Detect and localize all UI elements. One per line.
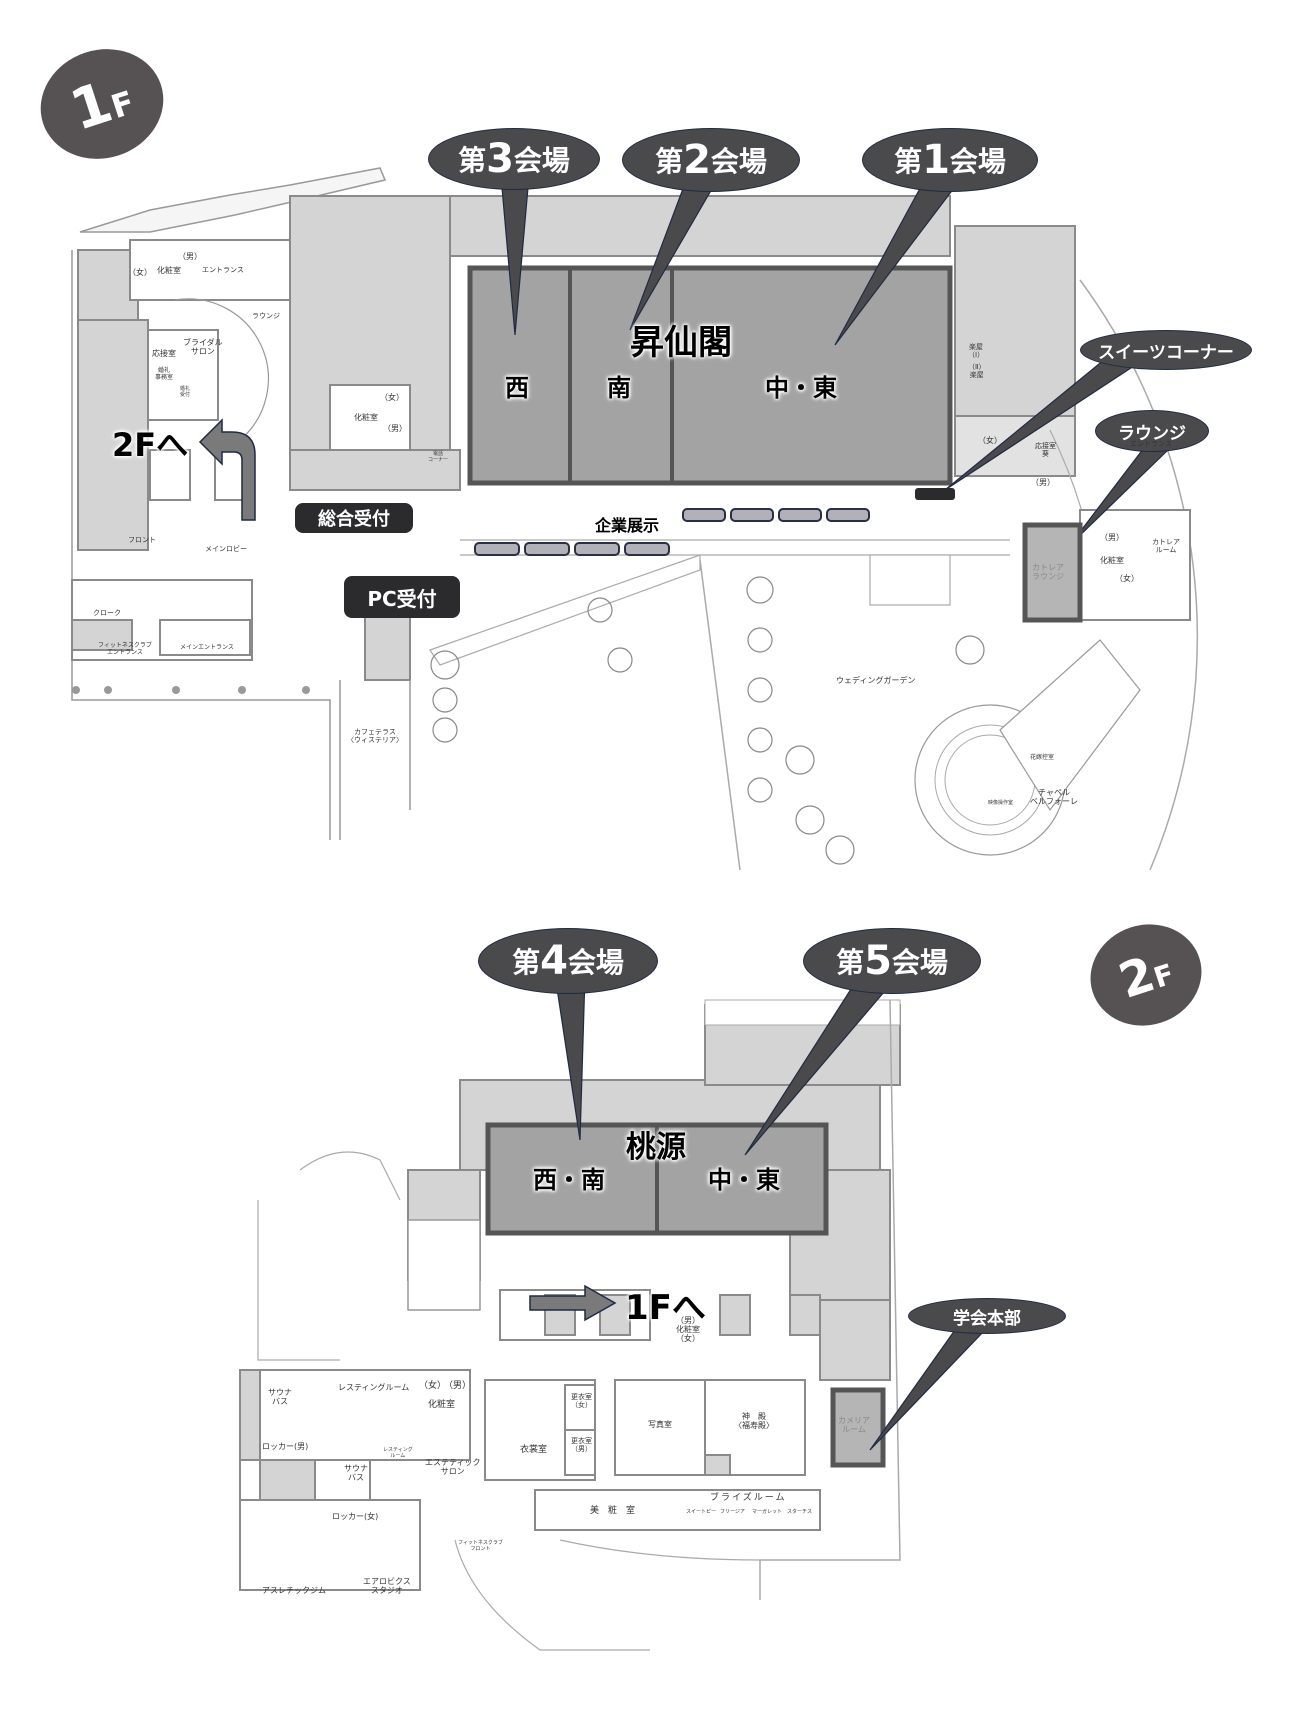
room-reception-1f: 応接室 bbox=[152, 349, 176, 358]
room-bridal-salon: ブライダル サロン bbox=[183, 338, 223, 357]
room-men-1f-nw: （男） bbox=[178, 252, 202, 261]
room-beauty-salon: 美 粧 室 bbox=[590, 1506, 636, 1516]
room-fitness-entrance: フィットネスクラブ エントランス bbox=[98, 642, 152, 656]
room-bride-sub-statice: スターチス bbox=[787, 1509, 813, 1515]
lounge-area bbox=[1022, 522, 1083, 623]
exhibit-booth[interactable] bbox=[474, 542, 520, 556]
exhibit-booth[interactable] bbox=[624, 542, 670, 556]
hall-shosenkaku bbox=[467, 265, 953, 486]
room-men-1f-far-east: （男） bbox=[1100, 533, 1124, 542]
arrow-to-2f bbox=[198, 418, 256, 521]
room-entrance-nw: エントランス bbox=[202, 266, 244, 274]
exhibit-booth[interactable] bbox=[574, 542, 620, 556]
room-cafe-terrace: カフェテラス 〈ウィステリア〉 bbox=[347, 728, 403, 745]
room-green-room-1: 楽屋 （Ⅰ） bbox=[968, 343, 985, 360]
room-powder-1f-center: 化粧室 bbox=[354, 413, 378, 422]
hall-tougen bbox=[485, 1122, 829, 1236]
room-powder-2f-center: （男） 化粧室 （女） bbox=[676, 1316, 700, 1344]
floor-2-plan bbox=[239, 999, 901, 1651]
room-wedding-desk: 婚礼 受付 bbox=[180, 386, 191, 398]
hall-section-west-south: 西・南 bbox=[533, 1166, 605, 1194]
label-exhibition: 企業展示 bbox=[595, 516, 660, 535]
room-main-lobby: メインロビー bbox=[205, 545, 247, 553]
room-powder-2f-west: 化粧室 bbox=[428, 1400, 456, 1410]
room-cloak: クローク bbox=[93, 609, 121, 617]
hall-section-south: 南 bbox=[607, 374, 631, 402]
room-women-1f-far-east: （女） bbox=[1115, 574, 1139, 583]
room-bride-rooms: ブライズルーム bbox=[710, 1493, 787, 1503]
exhibit-booth[interactable] bbox=[682, 508, 726, 522]
hall-name-tougen: 桃源 bbox=[626, 1130, 686, 1165]
hall-section-center-east-2f: 中・東 bbox=[708, 1166, 780, 1194]
room-bride-waiting: 花嫁控室 bbox=[1030, 754, 1055, 761]
room-powder-1f-far-east: 化粧室 bbox=[1100, 556, 1124, 565]
tag-general-reception[interactable]: 総合受付 bbox=[295, 503, 413, 533]
room-bride-sub-freesia: フリージア bbox=[720, 1509, 745, 1515]
room-cattleya-lounge: カトレア ラウンジ bbox=[1032, 563, 1064, 582]
room-cattleya-room: カトレア ルーム bbox=[1152, 538, 1180, 555]
room-phone-corner: 電話 コーナー bbox=[428, 451, 449, 463]
room-fitness-front: フィットネスクラブ フロント bbox=[458, 1540, 503, 1552]
room-women-2f: （女） bbox=[419, 1381, 447, 1391]
room-entrance-east: エントランス bbox=[1130, 440, 1172, 448]
hall-section-west: 西 bbox=[505, 374, 529, 402]
room-men-1f-center: （男） bbox=[383, 424, 407, 433]
room-esthetic-salon: エステティック サロン bbox=[425, 1458, 481, 1477]
tag-pc-reception[interactable]: PC受付 bbox=[344, 576, 460, 618]
exhibit-booth[interactable] bbox=[524, 542, 570, 556]
room-bride-sub-marguerite: マーガレット bbox=[752, 1509, 783, 1515]
room-bride-sub-sweetpea: スイートピー bbox=[686, 1509, 717, 1515]
hall-name-shosenkaku: 昇仙閣 bbox=[630, 323, 732, 363]
floor-1-plan bbox=[71, 167, 1199, 871]
room-reception-aoi: 応接室 葵 bbox=[1035, 442, 1056, 459]
room-powder-1f-nw: 化粧室 bbox=[157, 266, 181, 275]
hall-section-center-east: 中・東 bbox=[765, 374, 837, 402]
room-locker-men: ロッカー(男) bbox=[262, 1442, 309, 1451]
callout-sweets-corner[interactable]: スイーツコーナー bbox=[1080, 330, 1252, 370]
room-wedding-office: 婚礼 事務室 bbox=[155, 367, 174, 381]
room-resting-room: レスティングルーム bbox=[338, 1383, 410, 1392]
callout-lounge[interactable]: ラウンジ bbox=[1095, 410, 1209, 452]
room-front: フロント bbox=[128, 536, 156, 544]
room-locker-women: ロッカー(女) bbox=[332, 1512, 379, 1521]
room-resting-room-small: レスティング ルーム bbox=[383, 1447, 413, 1459]
room-photo-studio: 写真室 bbox=[648, 1420, 672, 1429]
room-costume: 衣裳室 bbox=[520, 1445, 548, 1455]
exhibit-booth[interactable] bbox=[826, 508, 870, 522]
callout-hq[interactable]: 学会本部 bbox=[908, 1298, 1066, 1334]
room-aerobics: エアロビクス スタジオ bbox=[363, 1577, 411, 1596]
room-camellia: カメリア ルーム bbox=[838, 1416, 870, 1435]
label-to-1f[interactable]: 1Fへ bbox=[625, 1288, 706, 1328]
sweets-corner-marker bbox=[915, 488, 955, 500]
room-men-1f-east: （男） bbox=[1031, 478, 1055, 487]
room-video-room: 映像操作室 bbox=[988, 800, 1014, 806]
room-men-2f: （男） bbox=[444, 1381, 472, 1391]
room-sauna-bath-2f-b: サウナ バス bbox=[344, 1464, 368, 1483]
arrow-to-1f bbox=[529, 1284, 617, 1322]
room-women-1f-nw: （女） bbox=[128, 268, 152, 277]
room-wedding-garden: ウェディングガーデン bbox=[836, 676, 916, 685]
exhibit-booth[interactable] bbox=[730, 508, 774, 522]
hq-area bbox=[830, 1387, 886, 1468]
room-changing-women: 更衣室 （女） bbox=[571, 1393, 592, 1410]
room-shrine: 神 殿 〈福寿殿〉 bbox=[734, 1412, 774, 1431]
label-to-2f[interactable]: 2Fへ bbox=[112, 426, 189, 464]
room-green-room-2: （Ⅱ） 楽屋 bbox=[968, 363, 986, 380]
room-main-entrance: メインエントランス bbox=[180, 644, 234, 651]
room-women-1f-center: （女） bbox=[380, 393, 404, 402]
room-changing-men: 更衣室 （男） bbox=[571, 1437, 592, 1454]
exhibit-booth[interactable] bbox=[778, 508, 822, 522]
room-athletic-gym: アスレチックジム bbox=[262, 1586, 326, 1595]
room-chapel: チャペル ベルフォーレ bbox=[1030, 788, 1078, 807]
room-sauna-bath-2f-a: サウナ バス bbox=[268, 1388, 292, 1407]
room-women-1f-east: （女） bbox=[978, 436, 1002, 445]
room-lounge-1f: ラウンジ bbox=[252, 312, 280, 320]
